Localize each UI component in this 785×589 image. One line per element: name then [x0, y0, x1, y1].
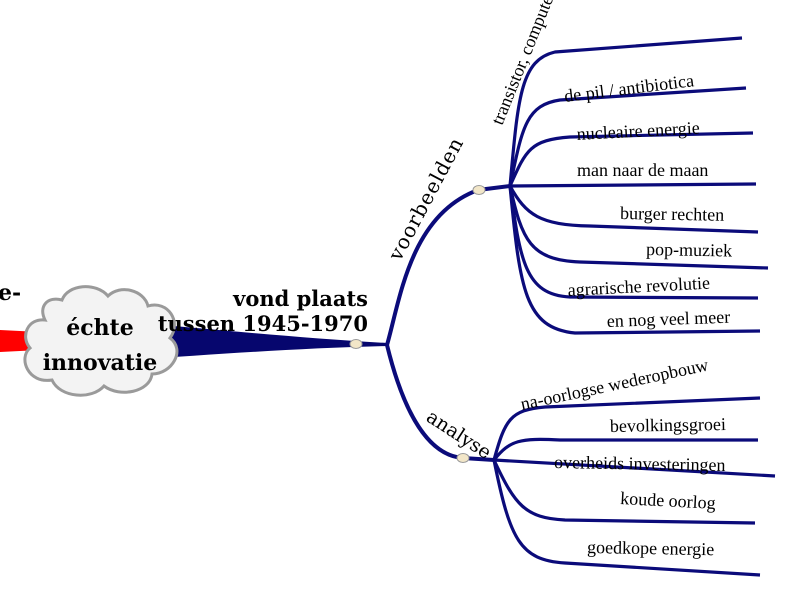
child-label: agrarische revolutie [567, 273, 710, 300]
child-line[interactable] [508, 86, 747, 187]
child-line[interactable] [508, 36, 743, 187]
child-line[interactable] [492, 459, 756, 525]
child-label: de pil / antibiotica [563, 70, 695, 106]
child-line[interactable] [492, 396, 761, 461]
branch-label-voorbeelden: voorbeelden [383, 133, 469, 266]
branch-voorbeelden[interactable] [385, 184, 511, 346]
child-line[interactable] [508, 185, 769, 270]
central-node-cloud[interactable] [23, 285, 179, 397]
partial-left-label: e- [0, 280, 21, 306]
trunk-label-line2: tussen 1945-1970 [158, 311, 368, 336]
child-label: nucleaire energie [576, 118, 700, 144]
central-node-line2: innovatie [43, 350, 158, 376]
central-node-line1: échte [66, 315, 134, 341]
child-label: bevolkingsgroei [610, 414, 726, 436]
collapse-handle-voorbeelden[interactable] [472, 185, 486, 195]
collapse-handle-analyse[interactable] [456, 453, 470, 463]
child-label: man naar de maan [577, 160, 708, 180]
analyse-children-lines [492, 396, 776, 577]
voorbeelden-children-lines [508, 36, 769, 335]
child-label: overheids investeringen [554, 452, 726, 475]
child-label: goedkope energie [587, 537, 714, 559]
trunk-label-line1: vond plaats [232, 286, 368, 311]
branch-analyse[interactable] [385, 344, 495, 462]
child-line[interactable] [508, 131, 754, 187]
trunk-branch[interactable] [130, 322, 387, 360]
child-label: burger rechten [620, 203, 724, 225]
child-line[interactable] [508, 185, 761, 335]
child-line[interactable] [492, 437, 758, 461]
collapse-handle-trunk[interactable] [349, 339, 363, 349]
child-line[interactable] [508, 185, 759, 234]
child-line[interactable] [509, 182, 757, 188]
child-label: en nog veel meer [606, 307, 730, 331]
cloud-shape [23, 285, 179, 397]
child-line[interactable] [493, 458, 776, 478]
child-label: pop-muziek [646, 239, 732, 260]
child-line[interactable] [492, 459, 761, 577]
child-label: koude oorlog [620, 488, 716, 513]
